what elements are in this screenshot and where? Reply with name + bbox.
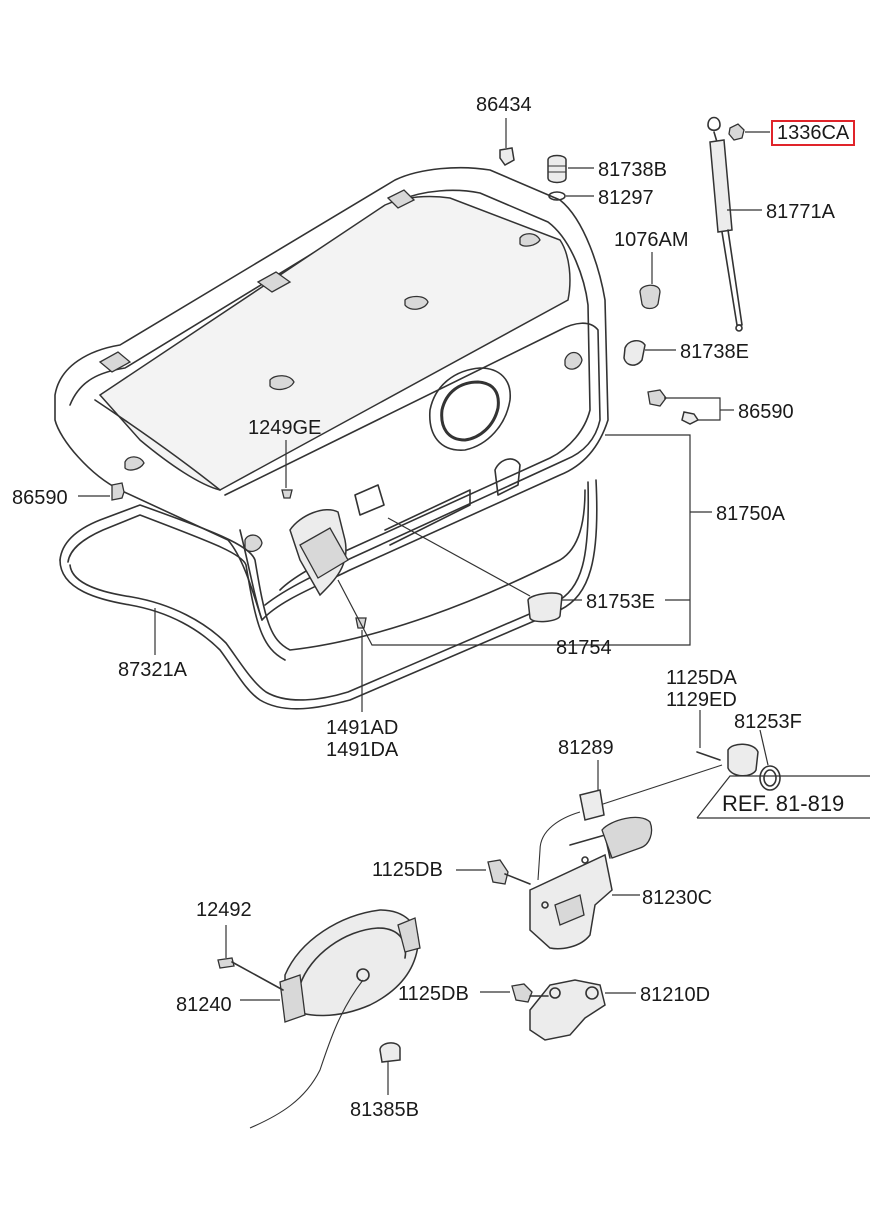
weatherstrip (59, 479, 598, 710)
trunk-striker (511, 979, 606, 1041)
trunk-latch (487, 816, 653, 950)
label-81771a[interactable]: 81771A (766, 201, 835, 223)
label-81753e[interactable]: 81753E (586, 591, 655, 613)
label-86590-right[interactable]: 86590 (738, 401, 794, 423)
label-1125da[interactable]: 1125DA (666, 667, 737, 689)
label-81385b[interactable]: 81385B (350, 1099, 419, 1121)
label-12492[interactable]: 12492 (196, 899, 252, 921)
label-1125db-lower[interactable]: 1125DB (398, 983, 469, 1005)
label-1076am[interactable]: 1076AM (614, 229, 689, 251)
label-81240[interactable]: 81240 (176, 994, 232, 1016)
label-1491da[interactable]: 1491DA (326, 739, 399, 761)
leader-lines (78, 118, 870, 1095)
label-81750a[interactable]: 81750A (716, 503, 785, 525)
trunk-lid-panel (54, 166, 609, 621)
label-86434[interactable]: 86434 (476, 94, 532, 116)
trunk-opener-handle (217, 909, 421, 1129)
label-87321a[interactable]: 87321A (118, 659, 187, 681)
label-81253f[interactable]: 81253F (734, 711, 802, 733)
label-1125db-upper[interactable]: 1125DB (372, 859, 443, 881)
small-fasteners (111, 147, 700, 629)
label-81754[interactable]: 81754 (556, 637, 612, 659)
ref-label[interactable]: REF. 81-819 (722, 791, 845, 816)
label-81738e[interactable]: 81738E (680, 341, 749, 363)
label-1249ge[interactable]: 1249GE (248, 417, 322, 439)
label-81297[interactable]: 81297 (598, 187, 654, 209)
lock-cylinder (537, 743, 781, 881)
label-1336ca-highlighted[interactable]: 1336CA (771, 120, 856, 146)
label-81230c[interactable]: 81230C (642, 887, 713, 909)
label-1491ad[interactable]: 1491AD (326, 717, 399, 739)
label-81289[interactable]: 81289 (558, 737, 614, 759)
label-1129ed[interactable]: 1129ED (666, 689, 737, 711)
label-81210d[interactable]: 81210D (640, 984, 711, 1006)
trunk-garnish (289, 509, 563, 623)
gas-strut (707, 116, 745, 332)
label-86590-left[interactable]: 86590 (12, 487, 68, 509)
label-81738b[interactable]: 81738B (598, 159, 667, 181)
